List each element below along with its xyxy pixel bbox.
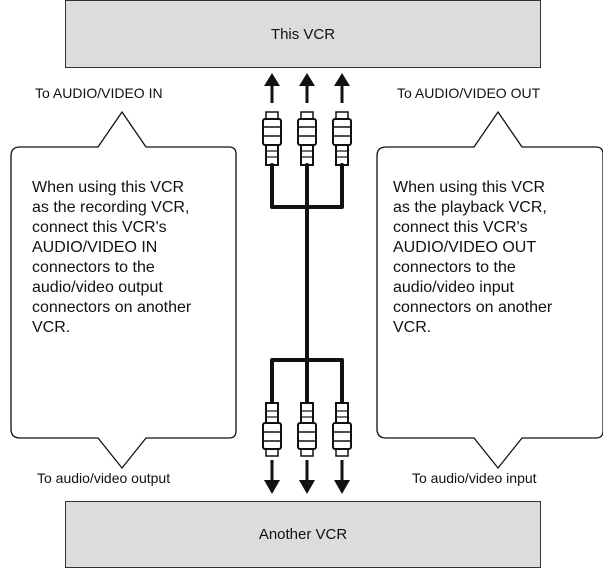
label-to-audio-video-input: To audio/video input bbox=[412, 470, 537, 486]
label-to-audio-video-output: To audio/video output bbox=[37, 470, 171, 486]
another-vcr-label: Another VCR bbox=[258, 526, 348, 543]
recording-vcr-note: When using this VCR as the recording VCR… bbox=[32, 179, 192, 336]
cable bbox=[270, 163, 344, 404]
bottom-plugs bbox=[262, 402, 352, 457]
left-note-bubble bbox=[10, 110, 237, 470]
right-note-bubble bbox=[376, 110, 603, 470]
arrows-up bbox=[264, 73, 350, 103]
this-vcr-label: This VCR bbox=[270, 25, 336, 43]
top-plugs bbox=[262, 111, 352, 166]
label-to-audio-video-in: To AUDIO/VIDEO IN bbox=[35, 85, 163, 101]
playback-vcr-note: When using this VCR as the playback VCR,… bbox=[393, 179, 553, 336]
this-vcr-box: This VCR bbox=[65, 0, 541, 68]
label-to-audio-video-out: To AUDIO/VIDEO OUT bbox=[397, 85, 541, 101]
arrows-down bbox=[264, 460, 350, 494]
